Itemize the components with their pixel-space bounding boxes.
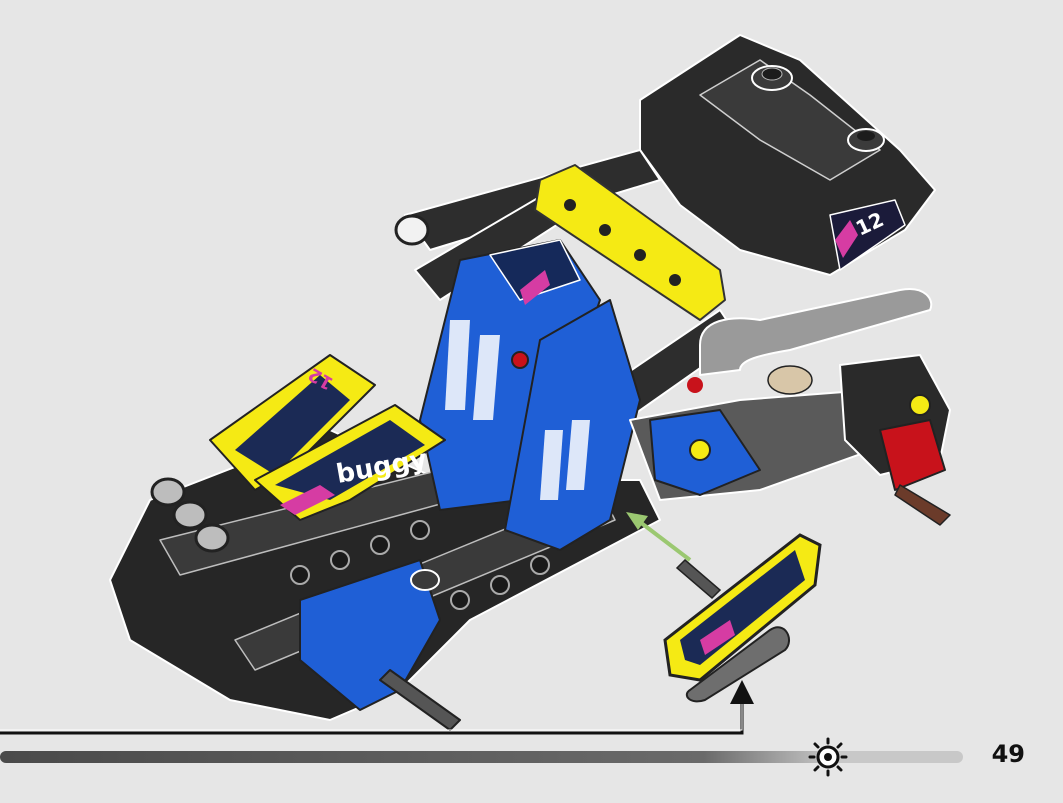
- progress-fill: [0, 751, 828, 763]
- right-side-assembly: [629, 354, 951, 526]
- progress-marker-gear-icon: [808, 737, 848, 777]
- rear-engine-block: 12: [639, 34, 936, 276]
- yellow-cross-beam: [534, 164, 726, 321]
- new-side-panel-part: [663, 533, 822, 703]
- progress-bar: [0, 737, 963, 777]
- buggy-model: 12: [109, 34, 951, 731]
- install-pointer-arrow-up-icon: [0, 680, 754, 735]
- front-axle: [379, 669, 461, 731]
- blue-seats: [419, 239, 641, 551]
- page-number: 49: [991, 740, 1025, 768]
- insertion-guide-arrow-icon: [626, 512, 692, 562]
- exhaust-pipe: [699, 288, 933, 376]
